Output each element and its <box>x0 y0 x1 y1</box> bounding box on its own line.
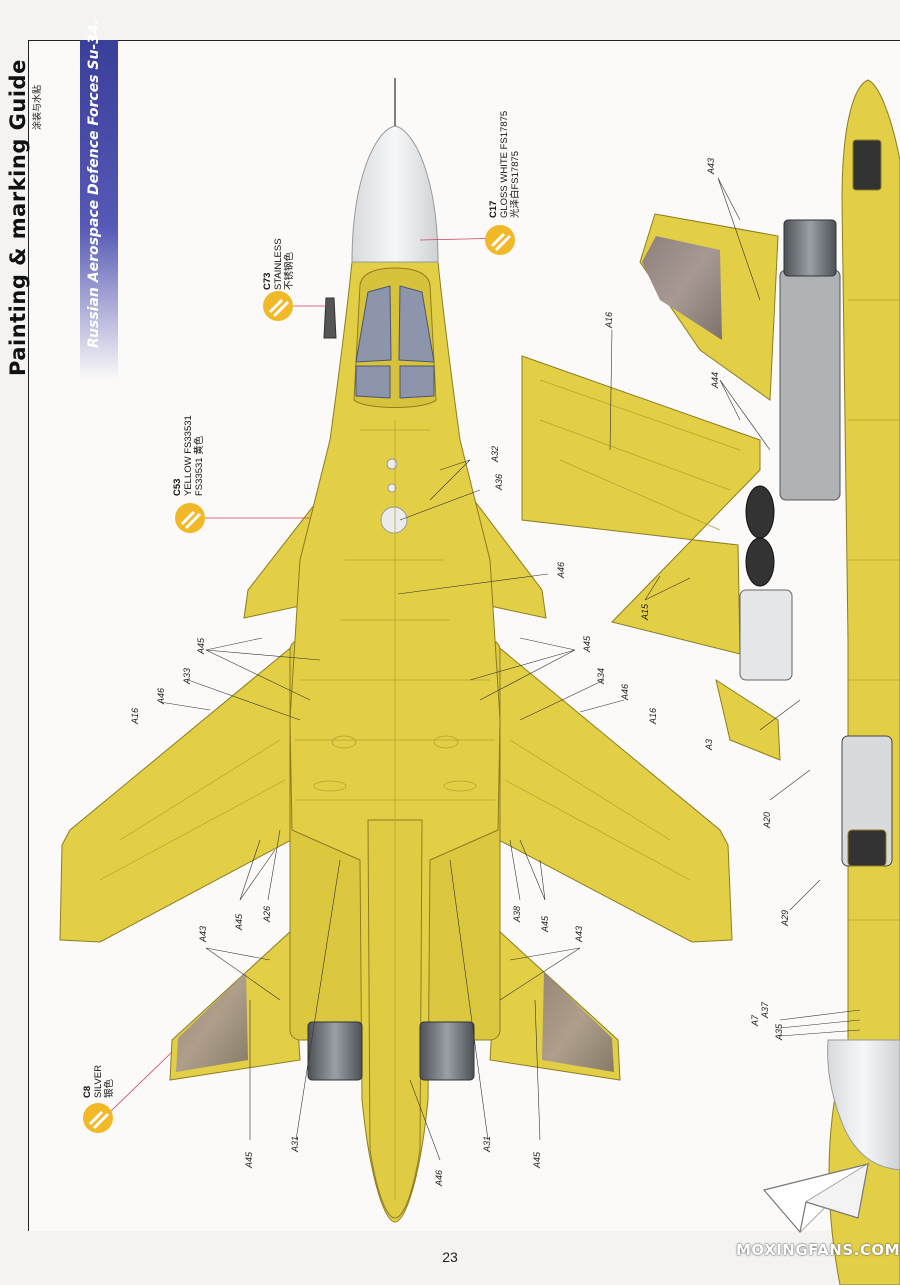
left-tailplane-weathering <box>176 972 248 1072</box>
main-gear-wheel-2 <box>745 537 775 587</box>
paint-callout-stainless <box>263 291 326 321</box>
paint-stainless-name-cn: 不锈钢色 <box>284 251 295 290</box>
canopy-left-front <box>355 285 392 363</box>
label-a20: A20 <box>762 812 772 829</box>
label-a45-bottom-left: A45 <box>244 1151 254 1169</box>
paint-stainless-code: C <box>262 283 273 290</box>
label-a46-mid: A46 <box>556 562 566 579</box>
label-a35: A35 <box>774 1023 784 1041</box>
paint-yellow-text: C53 YELLOW FS33531 FS33531 黄色 <box>172 415 205 496</box>
label-a26: A26 <box>262 906 272 923</box>
paint-yellow-name: YELLOW FS33531 <box>183 415 194 496</box>
paint-callout-yellow <box>175 503 310 533</box>
label-a31-right: A31 <box>482 1136 492 1153</box>
label-a16-right: A16 <box>648 708 658 725</box>
canopy-left-rear <box>355 365 391 399</box>
label-a34: A34 <box>596 668 606 685</box>
side-sensor-block <box>852 139 882 191</box>
label-a16-left: A16 <box>130 708 140 725</box>
side-engine <box>779 269 841 501</box>
label-a15: A15 <box>640 603 650 621</box>
label-a29: A29 <box>780 910 790 927</box>
spine-hatch-1 <box>386 458 398 470</box>
label-a31-left: A31 <box>290 1136 300 1153</box>
label-a45-lower-right: A45 <box>540 915 550 933</box>
paint-gloss-white-name: GLOSS WHITE FS17875 <box>499 110 510 218</box>
left-exhaust <box>307 1021 363 1081</box>
right-exhaust <box>419 1021 475 1081</box>
paint-callouts <box>83 225 515 1133</box>
watermark: MOXINGFANS.COM <box>736 1241 900 1259</box>
side-wing-upper <box>521 355 761 655</box>
paint-silver-number: 8 <box>82 1085 93 1092</box>
label-a45-lower-left: A45 <box>234 913 244 931</box>
label-a36: A36 <box>494 474 504 491</box>
paper-plane-logo <box>762 1162 870 1233</box>
label-a46-left: A46 <box>156 688 166 705</box>
paint-stainless-name: STAINLESS <box>273 238 284 290</box>
label-a46-bottom: A46 <box>434 1170 444 1187</box>
paint-silver-text: C8 SILVER 银色 <box>82 1065 115 1098</box>
label-a43-top: A43 <box>706 158 716 175</box>
label-a32: A32 <box>490 446 500 463</box>
paint-gloss-white-text: C17 GLOSS WHITE FS17875 光泽白FS17875 <box>488 111 521 218</box>
spine-hatch-3 <box>380 506 408 534</box>
page-number: 23 <box>442 1249 458 1265</box>
paint-stainless-text: C73 STAINLESS 不锈钢色 <box>262 238 295 290</box>
label-a33: A33 <box>182 668 192 685</box>
side-view-aircraft <box>521 79 900 1285</box>
label-a16-side: A16 <box>604 312 614 329</box>
side-tail-weathering <box>642 236 722 340</box>
label-a7: A7 <box>750 1014 760 1027</box>
canopy-right-front <box>398 285 435 363</box>
right-tailplane-weathering <box>542 972 614 1072</box>
main-gear-wheel-1 <box>745 485 775 539</box>
panel-lines-top <box>99 420 691 1200</box>
label-a45-right: A45 <box>582 635 592 653</box>
paint-gloss-white-code: C <box>488 211 499 218</box>
label-a46-right: A46 <box>620 684 630 701</box>
paint-silver-name-cn: 银色 <box>104 1078 115 1098</box>
side-radome <box>827 1039 900 1171</box>
refuel-probe <box>323 297 337 339</box>
title-blue-strip <box>80 40 118 380</box>
paint-callout-silver <box>83 1051 173 1133</box>
label-a43-left: A43 <box>198 926 208 943</box>
label-a43-right: A43 <box>574 926 584 943</box>
side-cockpit-dark <box>847 829 887 867</box>
right-wing <box>489 638 733 943</box>
paint-silver-code: C <box>82 1091 93 1098</box>
side-engine-nozzle <box>783 219 837 277</box>
paint-stainless-number: 73 <box>262 272 273 284</box>
paint-gloss-white-name-cn: 光泽白FS17875 <box>510 150 521 218</box>
top-view-aircraft <box>59 78 733 1223</box>
canopy-right-rear <box>399 365 435 399</box>
gear-bay <box>739 589 793 681</box>
paint-yellow-name-cn: FS33531 黄色 <box>194 435 205 496</box>
part-labels: A43 A16 A44 A32 A36 A46 A15 A45 A33 A46 … <box>130 158 790 1187</box>
paint-callout-gloss-white <box>419 225 515 255</box>
side-fuselage <box>828 79 900 1285</box>
label-a45-left: A45 <box>196 637 206 655</box>
part-leader-lines <box>159 177 861 1161</box>
label-a44: A44 <box>710 372 720 389</box>
label-a45-bottom-right: A45 <box>532 1151 542 1169</box>
paint-gloss-white-number: 17 <box>488 200 499 212</box>
radome <box>351 125 439 263</box>
spine-hatch-2 <box>387 483 397 493</box>
title-band <box>28 40 118 380</box>
panel-lines-side <box>539 299 900 921</box>
paint-silver-name: SILVER <box>93 1064 104 1098</box>
paint-yellow-number: 53 <box>172 478 183 490</box>
label-a38: A38 <box>512 906 522 923</box>
paint-yellow-code: C <box>172 489 183 496</box>
side-ventral-fin <box>715 678 781 761</box>
label-a37: A37 <box>760 1001 770 1019</box>
label-a3: A3 <box>704 739 714 751</box>
